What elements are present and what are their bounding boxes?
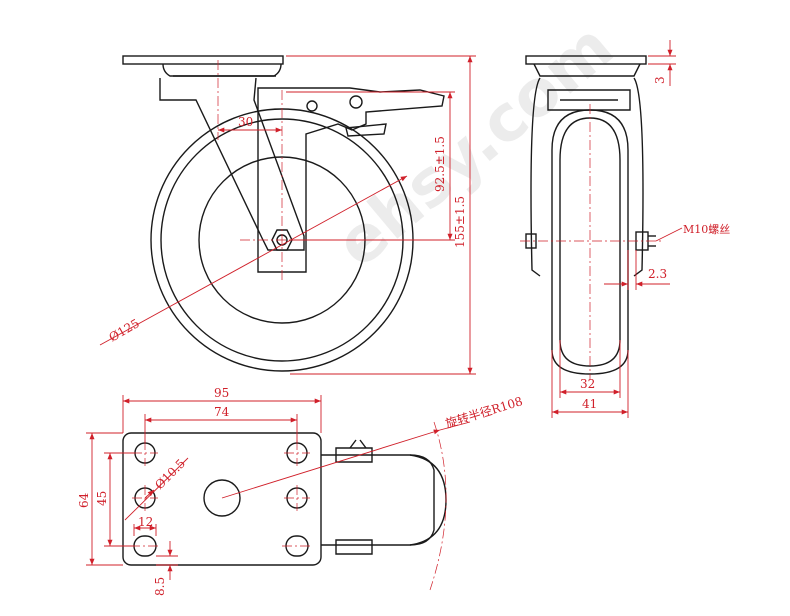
dimension-offset: 30	[238, 115, 253, 129]
dimension-plate-length: 64	[77, 492, 91, 508]
swivel-arc	[429, 421, 447, 591]
dimension-slot-width: 8.5	[153, 577, 167, 596]
dimension-bolt-gap: 2.3	[648, 267, 667, 281]
dimension-tread-width: 32	[580, 377, 595, 391]
mounting-plate	[122, 432, 322, 566]
fork-left	[530, 77, 541, 277]
top-plate	[525, 55, 647, 65]
brake-pin	[349, 95, 363, 109]
fork-leg	[159, 77, 305, 251]
dimension-plate-thickness: 3	[653, 76, 667, 84]
top-plate	[122, 55, 284, 65]
dimension-wheel-diameter: Ø125	[107, 316, 142, 344]
brake-pedal	[345, 123, 387, 137]
dimension-plate-width: 95	[214, 386, 229, 400]
brake-lever-bottom	[335, 539, 373, 555]
label-bolt: M10螺丝	[683, 223, 730, 236]
swivel-bearing	[533, 63, 641, 77]
plate-view: 旋转半径R108 95 74 64 45 Ø10.5 12 8.	[77, 386, 524, 596]
dimension-slot-length: 12	[138, 515, 153, 529]
center-hole	[203, 479, 241, 517]
dimension-total-height: 155±1.5	[453, 196, 467, 248]
brake-pin	[306, 100, 318, 112]
front-view: 3 M10螺丝 2.3 32 41	[520, 40, 730, 418]
swivel-bearing	[162, 63, 282, 77]
brake-housing	[547, 89, 631, 111]
wheel-tread	[559, 117, 621, 367]
brake-lever-top	[335, 447, 373, 463]
dimension-hole-spacing-y: 45	[95, 491, 109, 506]
dimension-hole-spacing-x: 74	[214, 405, 230, 419]
side-view: 30 92.5±1.5 155±1.5 Ø125	[99, 55, 476, 375]
dimension-hole-diameter: Ø10.5	[152, 456, 188, 492]
watermark: ehsy.com	[323, 10, 628, 283]
dimension-axle-height: 92.5±1.5	[433, 136, 447, 192]
wheel-top	[321, 454, 435, 546]
wheel-front	[551, 109, 629, 375]
dimension-swivel-radius: 旋转半径R108	[443, 393, 524, 431]
dimension-wheel-width: 41	[582, 397, 597, 411]
